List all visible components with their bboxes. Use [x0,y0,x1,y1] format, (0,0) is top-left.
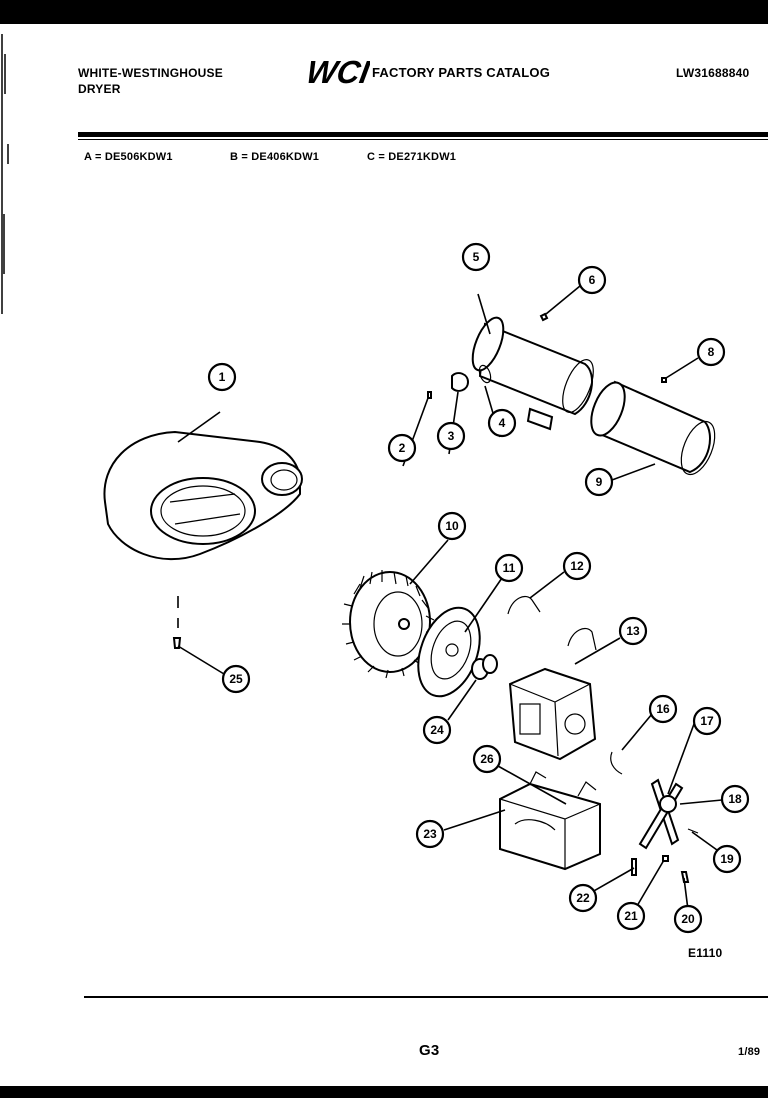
callout-19: 19 [712,844,742,874]
idler-assembly [610,751,699,883]
svg-text:19: 19 [720,852,734,866]
callout-6: 6 [577,265,607,295]
brand-name: WHITE-WESTINGHOUSE [78,66,223,80]
svg-text:8: 8 [708,345,715,359]
callout-8: 8 [696,337,726,367]
scan-edge-marks [1,34,9,314]
callout-20: 20 [673,904,703,934]
svg-text:24: 24 [430,723,444,737]
variant-a: A = DE506KDW1 [84,151,173,163]
svg-text:20: 20 [681,912,695,926]
catalog-page: WHITE-WESTINGHOUSE DRYER WCI FACTORY PAR… [0,24,768,1086]
callout-17: 17 [692,706,722,736]
svg-text:WCI: WCI [308,54,370,88]
callout-4: 4 [487,408,517,438]
svg-text:23: 23 [423,827,437,841]
motor-bracket [499,771,601,871]
svg-text:12: 12 [570,559,584,573]
svg-text:17: 17 [700,714,714,728]
callout-26: 26 [472,744,502,774]
svg-text:21: 21 [624,909,638,923]
svg-text:10: 10 [445,519,459,533]
header-rule-thin [78,139,768,140]
variant-b: B = DE406KDW1 [230,151,320,163]
callout-25: 25 [221,664,251,694]
svg-text:11: 11 [503,561,516,575]
callout-13: 13 [618,616,648,646]
svg-text:1: 1 [219,370,226,384]
small-hardware-2-3-4 [427,364,492,399]
callout-9: 9 [584,467,614,497]
svg-text:18: 18 [728,792,742,806]
callout-2: 2 [387,433,417,463]
catalog-title: FACTORY PARTS CATALOG [372,65,551,80]
heater-housing [471,312,594,431]
product-type: DRYER [78,82,121,96]
svg-text:26: 26 [480,752,494,766]
callout-18: 18 [720,784,750,814]
callout-23: 23 [415,819,445,849]
svg-text:4: 4 [499,416,506,430]
callout-24: 24 [422,715,452,745]
blower-wheel [342,570,435,679]
svg-text:2: 2 [399,441,406,455]
callout-3: 3 [436,421,466,451]
footer-rule [84,996,768,998]
header-rule [78,132,768,137]
svg-text:6: 6 [589,273,596,287]
callout-22: 22 [568,883,598,913]
diagram-code: E1110 [688,946,723,960]
page-number: G3 [419,1042,440,1059]
model-code: LW31688840 [676,66,750,80]
drive-motor [471,654,597,761]
variant-c: C = DE271KDW1 [367,151,457,163]
wci-logo: WCI [308,54,370,88]
motor-clamps [507,595,597,651]
svg-text:5: 5 [473,250,480,264]
callout-11: 11 [494,553,524,583]
heater-element [590,377,716,476]
callout-5: 5 [461,242,491,272]
page-date: 1/89 [738,1046,761,1058]
svg-text:3: 3 [448,429,455,443]
blower-housing [103,430,303,649]
svg-text:22: 22 [576,891,590,905]
exploded-parts-diagram: 1 2 3 4 5 6 8 9 10 11 12 13 16 17 18 19 … [103,242,750,934]
svg-text:16: 16 [656,702,670,716]
svg-text:25: 25 [229,672,243,686]
svg-text:13: 13 [626,624,640,638]
callout-12: 12 [562,551,592,581]
callout-1: 1 [207,362,237,392]
svg-text:9: 9 [596,475,603,489]
callout-16: 16 [648,694,678,724]
callout-10: 10 [437,511,467,541]
callout-21: 21 [616,901,646,931]
